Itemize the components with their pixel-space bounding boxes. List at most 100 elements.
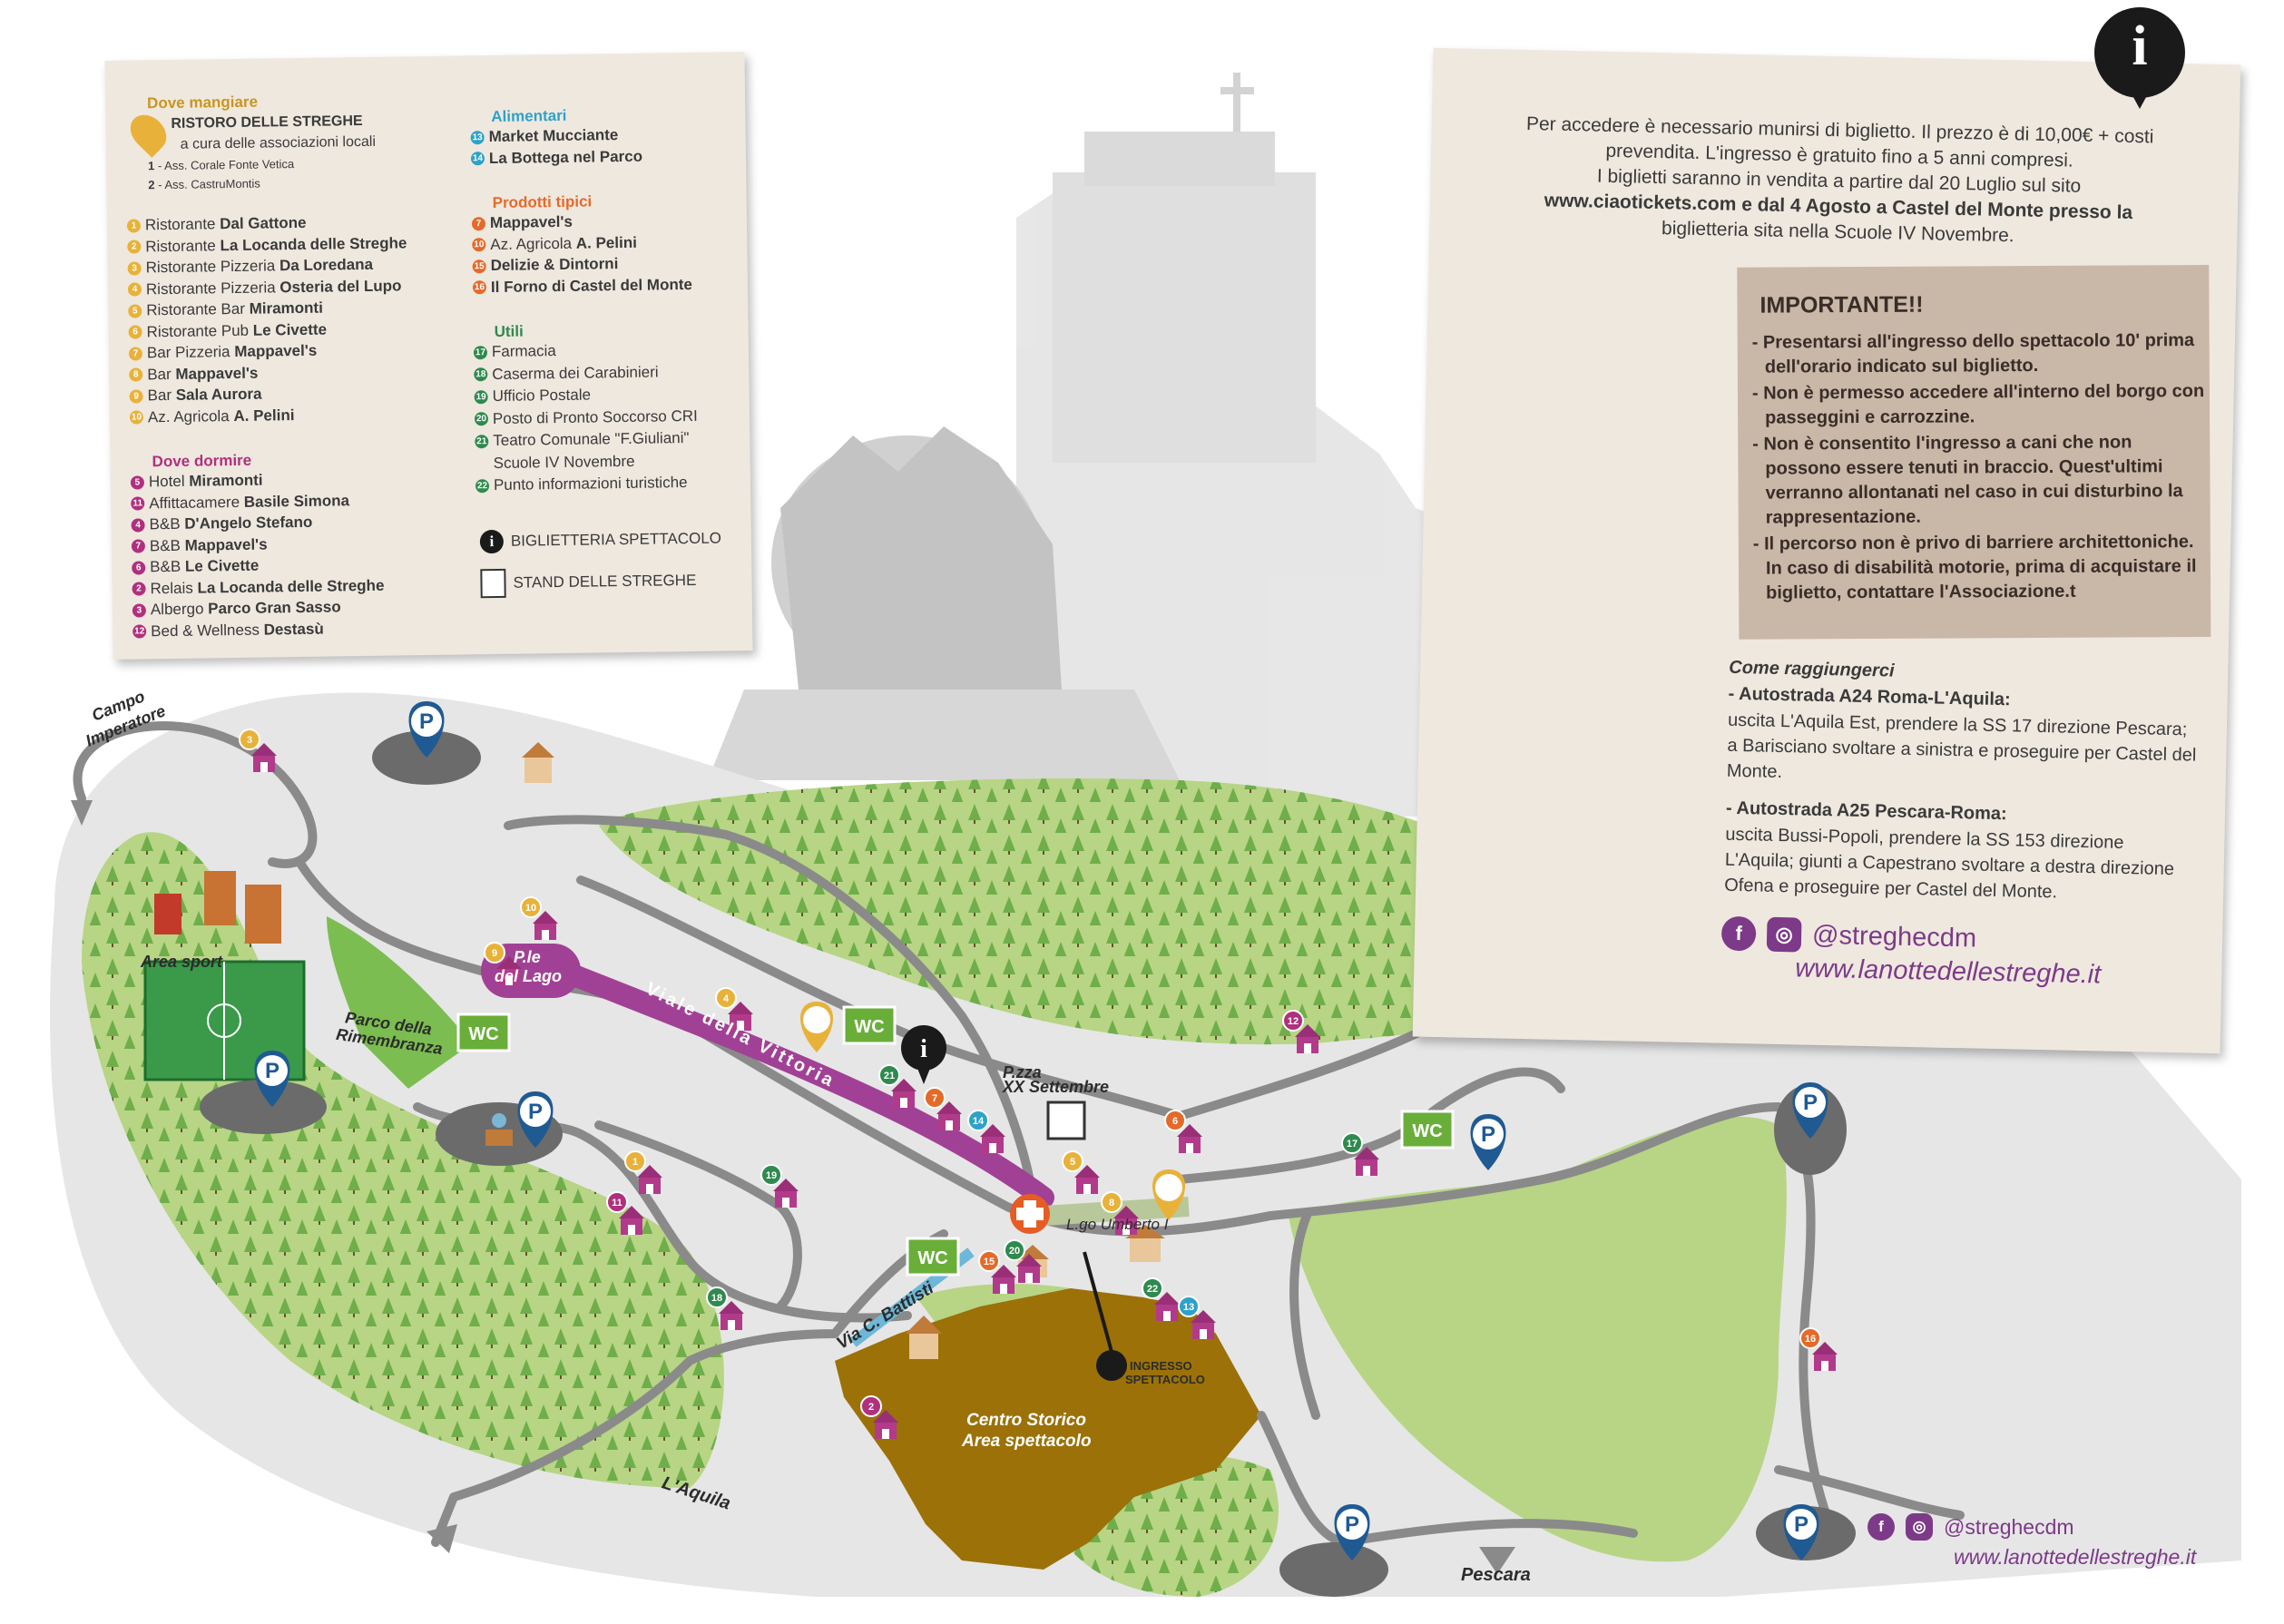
poi-marker-5[interactable]: 5 (1062, 1150, 1100, 1194)
parking-pin[interactable]: P (1783, 1504, 1819, 1560)
poi-marker-14[interactable]: 14 (967, 1110, 1005, 1153)
poi-marker-4[interactable]: 4 (715, 987, 753, 1031)
svg-text:6: 6 (1172, 1116, 1178, 1127)
biglietteria-pin[interactable]: i (901, 1025, 946, 1084)
parking-pin[interactable]: P (517, 1091, 554, 1148)
legend-useful-heading: Utili (494, 322, 524, 340)
website-link[interactable]: www.lanottedellestreghe.it (1795, 954, 2102, 990)
parking-pin[interactable]: P (1334, 1504, 1370, 1560)
wc-sign[interactable]: WC (456, 1013, 511, 1052)
label-pescara: Pescara (1461, 1565, 1531, 1585)
ristoro-pin[interactable] (800, 1002, 833, 1052)
poi-marker-11[interactable]: 11 (606, 1191, 644, 1235)
footer-handle[interactable]: @streghecdm (1944, 1514, 2074, 1539)
parking-pin[interactable]: P (408, 701, 445, 758)
label-centro-1: Centro Storico (966, 1411, 1086, 1430)
ristoro-pin[interactable] (1152, 1169, 1185, 1220)
svg-text:P: P (265, 1059, 279, 1083)
how-title: Come raggiungerci (1729, 657, 1895, 681)
svg-text:i: i (920, 1035, 927, 1063)
poi-marker-9[interactable]: 9 (484, 942, 522, 985)
legend-number-badge: 17 (473, 345, 488, 359)
important-item: - Il percorso non è privo di barriere ar… (1752, 532, 2197, 603)
poi-marker-1[interactable]: 1 (624, 1150, 662, 1194)
poi-marker-7[interactable]: 7 (924, 1087, 962, 1130)
facebook-icon[interactable]: f (1720, 915, 1757, 952)
legend-number-badge: 22 (475, 478, 490, 493)
route1-text: uscita L'Aquila Est, prendere la SS 17 d… (1726, 709, 2197, 783)
poi-marker-3[interactable]: 3 (239, 729, 277, 772)
poi-marker-20[interactable]: 20 (1004, 1239, 1042, 1283)
assoc-item: 1 - Ass. Corale Fonte Vetica (147, 157, 295, 173)
stand-streghe-marker[interactable] (1046, 1101, 1086, 1140)
parking-pin[interactable]: P (1470, 1114, 1506, 1170)
poi-marker-17[interactable]: 17 (1341, 1132, 1379, 1176)
svg-text:1: 1 (632, 1157, 638, 1168)
label-centro-2: Area spettacolo (962, 1432, 1092, 1451)
poi-marker-19[interactable]: 19 (760, 1164, 799, 1208)
svg-text:P: P (1803, 1091, 1818, 1115)
wc-sign[interactable]: WC (906, 1237, 960, 1277)
legend-number-badge: 19 (474, 389, 488, 404)
wc-sign[interactable]: WC (1400, 1110, 1455, 1150)
poi-marker-10[interactable]: 10 (520, 896, 558, 940)
poi-marker-6[interactable]: 6 (1164, 1110, 1202, 1153)
poi-marker-15[interactable]: 15 (978, 1250, 1016, 1294)
tennis-court-1 (154, 894, 181, 934)
wc-sign[interactable]: WC (842, 1005, 897, 1045)
poi-marker-16[interactable]: 16 (1799, 1327, 1838, 1371)
legend-number-badge: 9 (129, 388, 143, 404)
label-piazza-2: XX Settembre (1003, 1078, 1110, 1096)
first-aid-marker[interactable] (1010, 1194, 1050, 1234)
legend-biglietteria: i BIGLIETTERIA SPETTACOLO (479, 527, 721, 554)
info-icon: i (479, 529, 505, 554)
poi-marker-21[interactable]: 21 (878, 1064, 917, 1108)
instagram-icon[interactable]: ◎ (1906, 1513, 1933, 1541)
poi-marker-2[interactable]: 2 (860, 1395, 898, 1439)
label-lago-2: del Lago (495, 967, 563, 985)
legend-number-badge: 12 (132, 624, 147, 639)
parking-pin[interactable]: P (1792, 1082, 1828, 1139)
direction-arrow-campo (71, 800, 93, 826)
legend-number-badge: 4 (131, 517, 145, 533)
svg-text:5: 5 (1070, 1157, 1075, 1168)
info-panel: Per accedere è necessario munirsi di big… (1412, 47, 2241, 1054)
poi-marker-22[interactable]: 22 (1142, 1277, 1180, 1321)
poi-marker-18[interactable]: 18 (706, 1286, 744, 1330)
instagram-icon[interactable]: ◎ (1766, 916, 1802, 953)
legend-item: Scuole IV Novembre (493, 452, 635, 472)
legend-food-heading: Alimentari (491, 106, 567, 126)
parking-area (372, 730, 481, 785)
social-handle[interactable]: @streghecdm (1811, 920, 1977, 954)
svg-text:18: 18 (711, 1293, 722, 1304)
legend-number-badge: 20 (474, 412, 489, 426)
svg-text:9: 9 (492, 948, 497, 959)
legend-number-badge: 7 (131, 539, 146, 553)
legend-stand: STAND DELLE STREGHE (480, 566, 696, 599)
ingresso-marker[interactable] (1096, 1350, 1127, 1381)
footer-site[interactable]: www.lanottedellestreghe.it (1954, 1545, 2197, 1569)
parking-pin[interactable]: P (254, 1051, 290, 1107)
facebook-icon[interactable]: f (1867, 1513, 1895, 1541)
chapel-icon (522, 742, 554, 783)
poi-marker-12[interactable]: 12 (1282, 1010, 1320, 1053)
svg-text:WC: WC (917, 1248, 947, 1268)
footer-social: f ◎ @streghecdm (1867, 1513, 2074, 1541)
route2-title: - Autostrada A25 Pescara-Roma: (1725, 797, 2007, 825)
svg-text:16: 16 (1805, 1334, 1816, 1345)
info-badge-icon: i (2094, 7, 2185, 109)
poi-marker-13[interactable]: 13 (1178, 1296, 1216, 1339)
poi-marker-8[interactable]: 8 (1101, 1191, 1139, 1235)
